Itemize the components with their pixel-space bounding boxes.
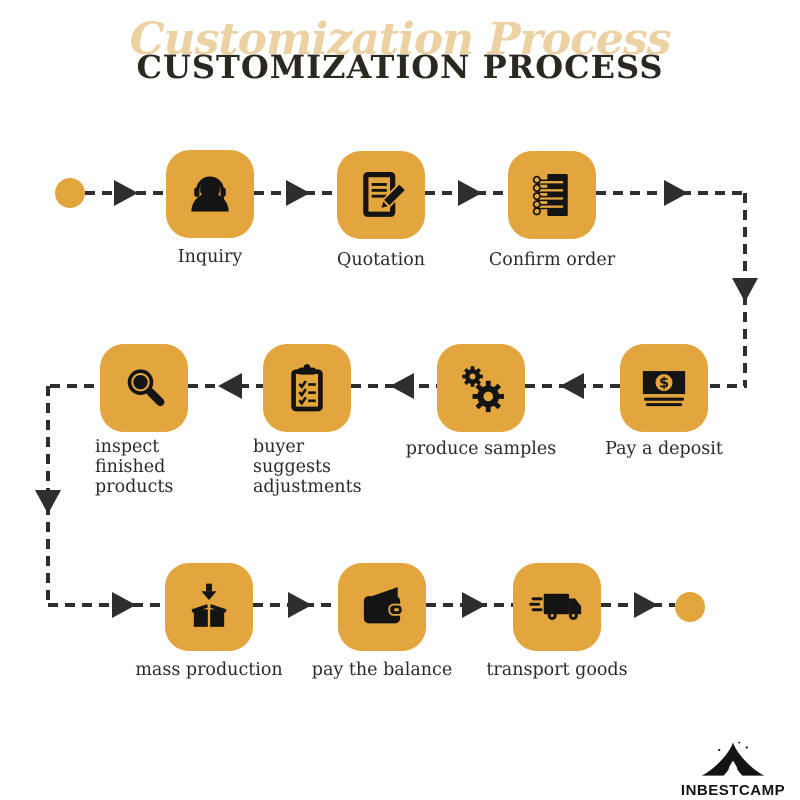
delivery-truck-icon	[529, 593, 582, 620]
title-script-watermark: Customization Process	[129, 14, 672, 65]
start-dot	[55, 178, 85, 208]
arrowhead-right-icon	[634, 592, 658, 618]
arrowhead-right-icon	[664, 180, 688, 206]
magnifier-icon	[127, 369, 165, 407]
packing-box-icon	[191, 583, 227, 627]
arrowhead-left-icon	[560, 373, 584, 399]
arrowhead-right-icon	[458, 180, 482, 206]
step-label: inspect finished products	[95, 437, 174, 497]
step-pay-balance-node	[338, 563, 426, 651]
step-produce-samples-node	[437, 344, 525, 432]
arrowhead-right-icon	[288, 592, 312, 618]
page-title: CUSTOMIZATION PROCESS	[136, 48, 664, 86]
banknote-dollar-icon: $	[642, 371, 686, 407]
step-label: transport goods	[486, 660, 628, 680]
step-pay-deposit-node: $	[620, 344, 708, 432]
gears-icon	[462, 366, 504, 413]
clipboard-checklist-icon	[291, 364, 323, 412]
step-label: mass production	[135, 660, 283, 680]
step-mass-production-node	[165, 563, 253, 651]
arrowhead-right-icon	[462, 592, 486, 618]
step-quotation-node	[337, 151, 425, 239]
arrowhead-down-icon	[35, 490, 61, 514]
step-transport-goods-node	[513, 563, 601, 651]
step-label: Quotation	[336, 250, 426, 270]
brand-logo: INBESTCAMP	[668, 740, 798, 799]
arrowhead-right-icon	[286, 180, 310, 206]
step-label: pay the balance	[311, 660, 453, 680]
spiral-notepad-icon	[532, 174, 568, 216]
arrowhead-left-icon	[218, 373, 242, 399]
step-label: buyer suggests adjustments	[253, 437, 362, 497]
step-label: produce samples	[405, 439, 557, 459]
step-inquiry-node	[166, 150, 254, 238]
dollar-glyph: $	[659, 375, 669, 391]
step-label: Pay a deposit	[605, 439, 723, 459]
tent-icon	[701, 741, 765, 776]
arrowhead-left-icon	[390, 373, 414, 399]
brand-name: INBESTCAMP	[680, 782, 786, 799]
wallet-icon	[363, 587, 404, 624]
step-label: Inquiry	[177, 247, 243, 267]
document-pencil-icon	[363, 171, 408, 217]
arrowhead-down-icon	[732, 278, 758, 302]
connector-dashed	[50, 384, 100, 388]
step-inspect-products-node	[100, 344, 188, 432]
step-confirm-order-node	[508, 151, 596, 239]
connector-dashed	[48, 603, 165, 607]
step-buyer-adjustments-node	[263, 344, 351, 432]
connector-dashed	[710, 384, 747, 388]
arrowhead-right-icon	[112, 592, 136, 618]
arrowhead-right-icon	[114, 180, 138, 206]
end-dot	[675, 592, 705, 622]
headset-person-icon	[191, 176, 229, 212]
step-label: Confirm order	[488, 250, 616, 270]
